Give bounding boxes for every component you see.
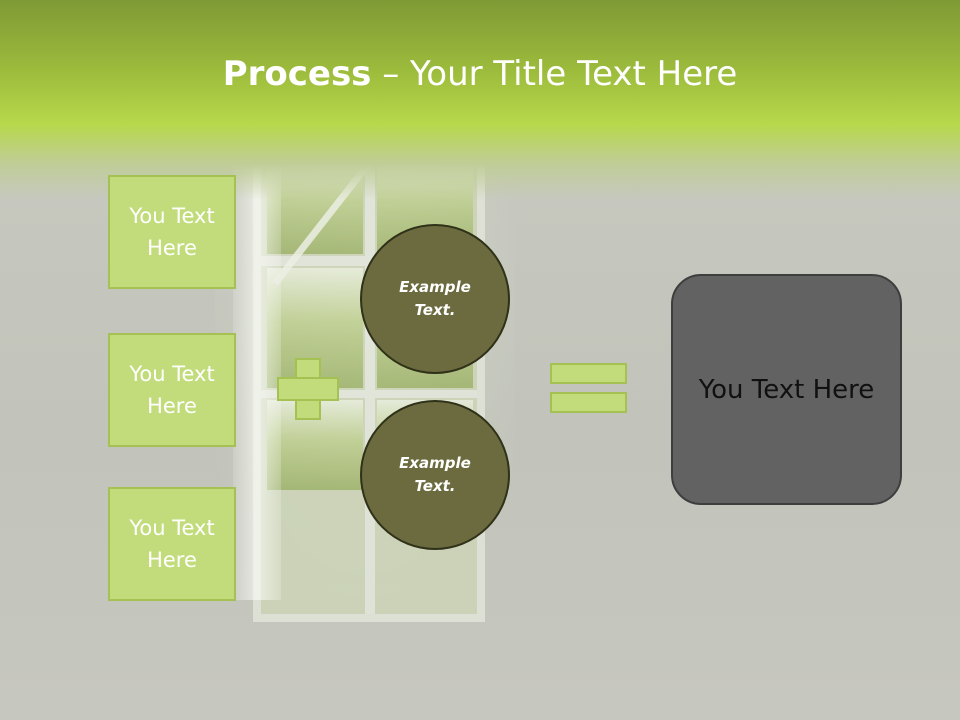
plus-icon-center	[297, 379, 319, 399]
example-circle-1: Example Text.	[360, 224, 510, 374]
window-mullion	[365, 150, 375, 614]
result-box: You Text Here	[671, 274, 902, 505]
slide-title: Process – Your Title Text Here	[0, 52, 960, 96]
title-bold: Process	[222, 54, 372, 94]
title-rest: – Your Title Text Here	[371, 54, 738, 94]
equals-icon-bottom-bar	[550, 392, 627, 413]
curtain	[233, 130, 281, 600]
process-box-1: You Text Here	[108, 175, 236, 289]
process-box-2: You Text Here	[108, 333, 236, 447]
header-band	[0, 0, 960, 200]
equals-icon-top-bar	[550, 363, 627, 384]
window-mullion	[261, 390, 477, 398]
example-circle-2: Example Text.	[360, 400, 510, 550]
process-box-3: You Text Here	[108, 487, 236, 601]
